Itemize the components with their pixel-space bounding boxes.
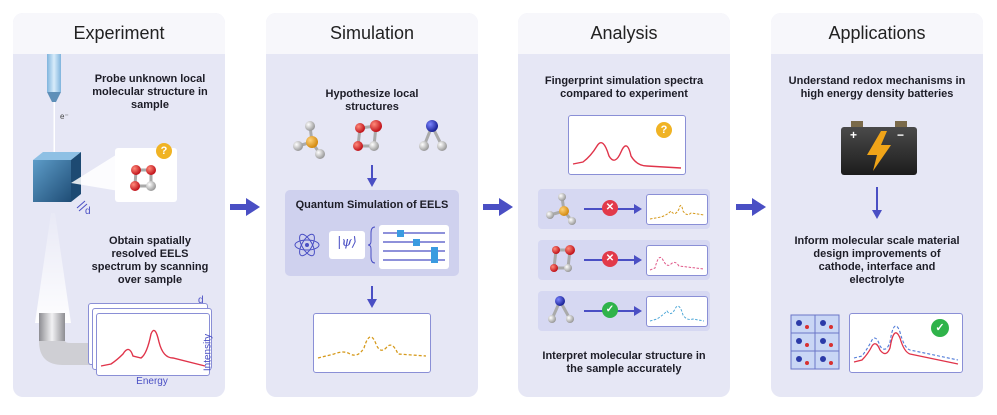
spectrum-card: [96, 313, 210, 376]
applications-panel: Applications Understand redox mechanisms…: [771, 13, 983, 397]
energy-label: Energy: [136, 376, 168, 387]
comparison-row-3: ✓: [538, 291, 710, 331]
comparison-row-2: ✕: [538, 240, 710, 280]
mismatch-icon-1: ✕: [602, 200, 618, 216]
detector-icon: [39, 313, 99, 365]
molecule-c-icon: [548, 296, 574, 323]
down-arrow-icon: [367, 165, 377, 187]
question-badge-2: ?: [656, 122, 672, 138]
application-spectrum-chart: [853, 325, 959, 365]
simulation-panel: Simulation Hypothesize local structures …: [266, 13, 478, 397]
row-spectrum-2: [646, 245, 708, 276]
row-spectrum-1: [646, 194, 708, 225]
scan-text: Obtain spatially resolved EELS spectrum …: [91, 235, 209, 286]
crystal-lattice-icon: [790, 314, 840, 370]
row-spectrum-chart-1: [649, 205, 705, 220]
molecule-b-icon: [550, 245, 575, 272]
experiment-title: Experiment: [13, 13, 225, 54]
interpret-text: Interpret molecular structure in the sam…: [542, 350, 706, 375]
psi-label: |ψ⟩: [337, 235, 357, 250]
match-badge: ✓: [931, 319, 949, 337]
candidate-structures-icon: [293, 120, 447, 159]
electron-label: e⁻: [60, 112, 69, 121]
battery-icon: [841, 121, 917, 175]
probe-text: Probe unknown local molecular structure …: [92, 73, 208, 111]
redox-text: Understand redox mechanisms in high ener…: [788, 75, 966, 100]
flow-arrow-2: [483, 198, 513, 216]
battery-minus: −: [897, 128, 905, 142]
flow-arrow-3: [736, 198, 766, 216]
thickness-label: d: [85, 206, 91, 217]
sample-cube-icon: [33, 152, 88, 212]
quantum-simulation-title: Quantum Simulation of EELS: [295, 199, 449, 211]
zoom-callout: [71, 153, 119, 191]
match-icon: ✓: [602, 302, 618, 318]
quantum-simulation-box: Quantum Simulation of EELS |ψ⟩: [285, 190, 459, 276]
simulation-title: Simulation: [266, 13, 478, 54]
row-spectrum-3: [646, 296, 708, 327]
electron-probe-icon: [47, 54, 61, 158]
fingerprint-text: Fingerprint simulation spectra compared …: [544, 75, 704, 100]
intensity-label: Intensity: [202, 333, 214, 372]
flow-arrow-1: [230, 198, 260, 216]
mismatch-icon-2: ✕: [602, 251, 618, 267]
simulated-spectrum-card: [313, 313, 431, 373]
unknown-molecule-card: [115, 148, 177, 202]
row-spectrum-chart-3: [649, 305, 705, 322]
analysis-title: Analysis: [518, 13, 730, 54]
hypothesize-text: Hypothesize local structures: [325, 88, 419, 113]
down-arrow-icon-3: [872, 187, 882, 219]
simulated-spectrum-chart: [317, 336, 427, 359]
experimental-spectrum-chart: [572, 142, 682, 169]
quantum-circuit-icon: [294, 225, 449, 269]
molecule-a-icon: [546, 193, 576, 225]
unknown-molecule-icon: [130, 165, 156, 191]
comparison-row-1: ✕: [538, 189, 710, 229]
inform-text: Inform molecular scale material design i…: [794, 235, 960, 286]
experiment-spectrum-chart: [100, 329, 206, 367]
experiment-panel: Experiment e⁻ Probe unknown local molecu…: [13, 13, 225, 397]
applications-title: Applications: [771, 13, 983, 54]
transmitted-beam: [35, 213, 71, 323]
down-arrow-icon-2: [367, 286, 377, 308]
analysis-panel: Analysis Fingerprint simulation spectra …: [518, 13, 730, 397]
question-badge: ?: [156, 143, 172, 159]
battery-plus: +: [850, 128, 858, 142]
thickness-label-2: d: [198, 295, 204, 306]
row-spectrum-chart-2: [649, 256, 705, 271]
